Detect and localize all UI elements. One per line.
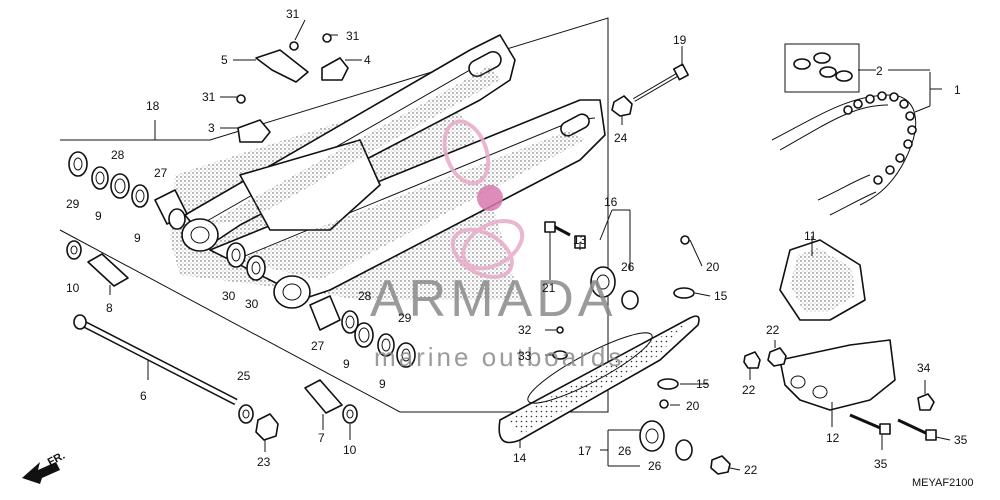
callout-33: 33 bbox=[518, 349, 532, 363]
master-link bbox=[793, 52, 853, 82]
callout-18: 18 bbox=[146, 99, 160, 113]
callout-23: 23 bbox=[257, 455, 271, 469]
callout-6: 6 bbox=[140, 389, 147, 403]
callout-15a: 15 bbox=[714, 289, 728, 303]
small-parts bbox=[66, 33, 937, 475]
callout-17: 17 bbox=[578, 444, 592, 458]
callout-35a: 35 bbox=[874, 457, 888, 471]
callout-7: 7 bbox=[318, 431, 325, 445]
callout-8: 8 bbox=[106, 301, 113, 315]
chain-slider bbox=[498, 315, 700, 444]
watermark-brand: ARMADA bbox=[370, 270, 616, 328]
drive-chain bbox=[771, 91, 917, 216]
callout-3: 3 bbox=[208, 121, 215, 135]
direction-label: FR. bbox=[46, 450, 67, 469]
callout-14: 14 bbox=[513, 451, 527, 465]
front-direction-arrow: FR. bbox=[22, 450, 67, 484]
callout-35b: 35 bbox=[954, 433, 968, 447]
callout-12: 12 bbox=[826, 431, 840, 445]
propeller-logo bbox=[442, 119, 525, 279]
callout-31a: 31 bbox=[286, 7, 300, 21]
watermark-tagline: marine outboards bbox=[374, 342, 624, 372]
callout-27a: 27 bbox=[154, 166, 168, 180]
callout-20b: 20 bbox=[686, 399, 700, 413]
chain-group-frame bbox=[784, 43, 860, 93]
callout-13: 13 bbox=[573, 233, 587, 247]
callout-30b: 30 bbox=[245, 297, 259, 311]
callout-9d: 9 bbox=[379, 377, 386, 391]
callout-29b: 29 bbox=[398, 311, 412, 325]
watermark: ARMADA marine outboards bbox=[370, 119, 624, 372]
swingarm bbox=[170, 34, 606, 309]
callout-28b: 28 bbox=[358, 289, 372, 303]
callout-27b: 27 bbox=[311, 339, 325, 353]
leader-lines bbox=[109, 19, 951, 471]
callout-labels: 1 2 3 4 5 6 7 8 9 9 9 9 10 10 11 12 13 1… bbox=[66, 7, 968, 477]
chain-guide-slipper bbox=[779, 239, 866, 321]
callout-25: 25 bbox=[237, 369, 251, 383]
callout-30a: 30 bbox=[222, 289, 236, 303]
diagram-code: MEYAF2100 bbox=[912, 477, 974, 489]
callout-22b: 22 bbox=[742, 383, 756, 397]
callout-9a: 9 bbox=[95, 209, 102, 223]
callout-31b: 31 bbox=[346, 29, 360, 43]
callout-1: 1 bbox=[954, 83, 961, 97]
callout-22a: 22 bbox=[766, 323, 780, 337]
callout-34: 34 bbox=[917, 361, 931, 375]
callout-10b: 10 bbox=[343, 443, 357, 457]
callout-11: 11 bbox=[804, 229, 817, 243]
chain-guide-bracket bbox=[779, 339, 896, 411]
callout-5: 5 bbox=[221, 53, 228, 67]
callout-26b: 26 bbox=[618, 444, 632, 458]
callout-2: 2 bbox=[876, 64, 883, 78]
callout-29a: 29 bbox=[66, 197, 80, 211]
callout-9c: 9 bbox=[343, 357, 350, 371]
callout-4: 4 bbox=[364, 53, 371, 67]
callout-26a: 26 bbox=[621, 260, 635, 274]
callout-19: 19 bbox=[673, 33, 687, 47]
chain-links bbox=[843, 91, 917, 185]
callout-22c: 22 bbox=[744, 463, 758, 477]
callout-15b: 15 bbox=[696, 377, 710, 391]
callout-16: 16 bbox=[604, 195, 618, 209]
callout-20a: 20 bbox=[706, 260, 720, 274]
callout-28a: 28 bbox=[111, 148, 125, 162]
callout-24: 24 bbox=[614, 131, 628, 145]
swingarm-group-frame bbox=[59, 17, 609, 413]
callout-26c: 26 bbox=[648, 459, 662, 473]
callout-32: 32 bbox=[518, 323, 532, 337]
callout-31c: 31 bbox=[202, 90, 216, 104]
pivot-shaft bbox=[73, 314, 238, 406]
callout-21: 21 bbox=[542, 281, 556, 295]
callout-9b: 9 bbox=[134, 231, 141, 245]
callout-10a: 10 bbox=[66, 281, 80, 295]
